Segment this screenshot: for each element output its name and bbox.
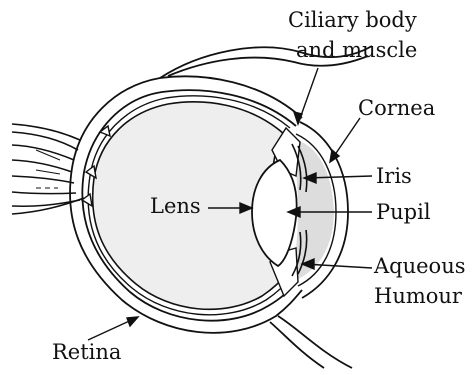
label-retina: Retina — [52, 342, 121, 363]
label-pupil: Pupil — [376, 202, 431, 223]
label-aqueous-line2: Humour — [374, 286, 462, 307]
label-lens: Lens — [150, 196, 201, 217]
label-ciliary-line2: and muscle — [296, 40, 417, 61]
label-cornea: Cornea — [358, 98, 435, 119]
label-ciliary-line1: Ciliary body — [288, 10, 417, 31]
label-aqueous-line1: Aqueous — [374, 256, 466, 277]
label-iris: Iris — [376, 166, 412, 187]
